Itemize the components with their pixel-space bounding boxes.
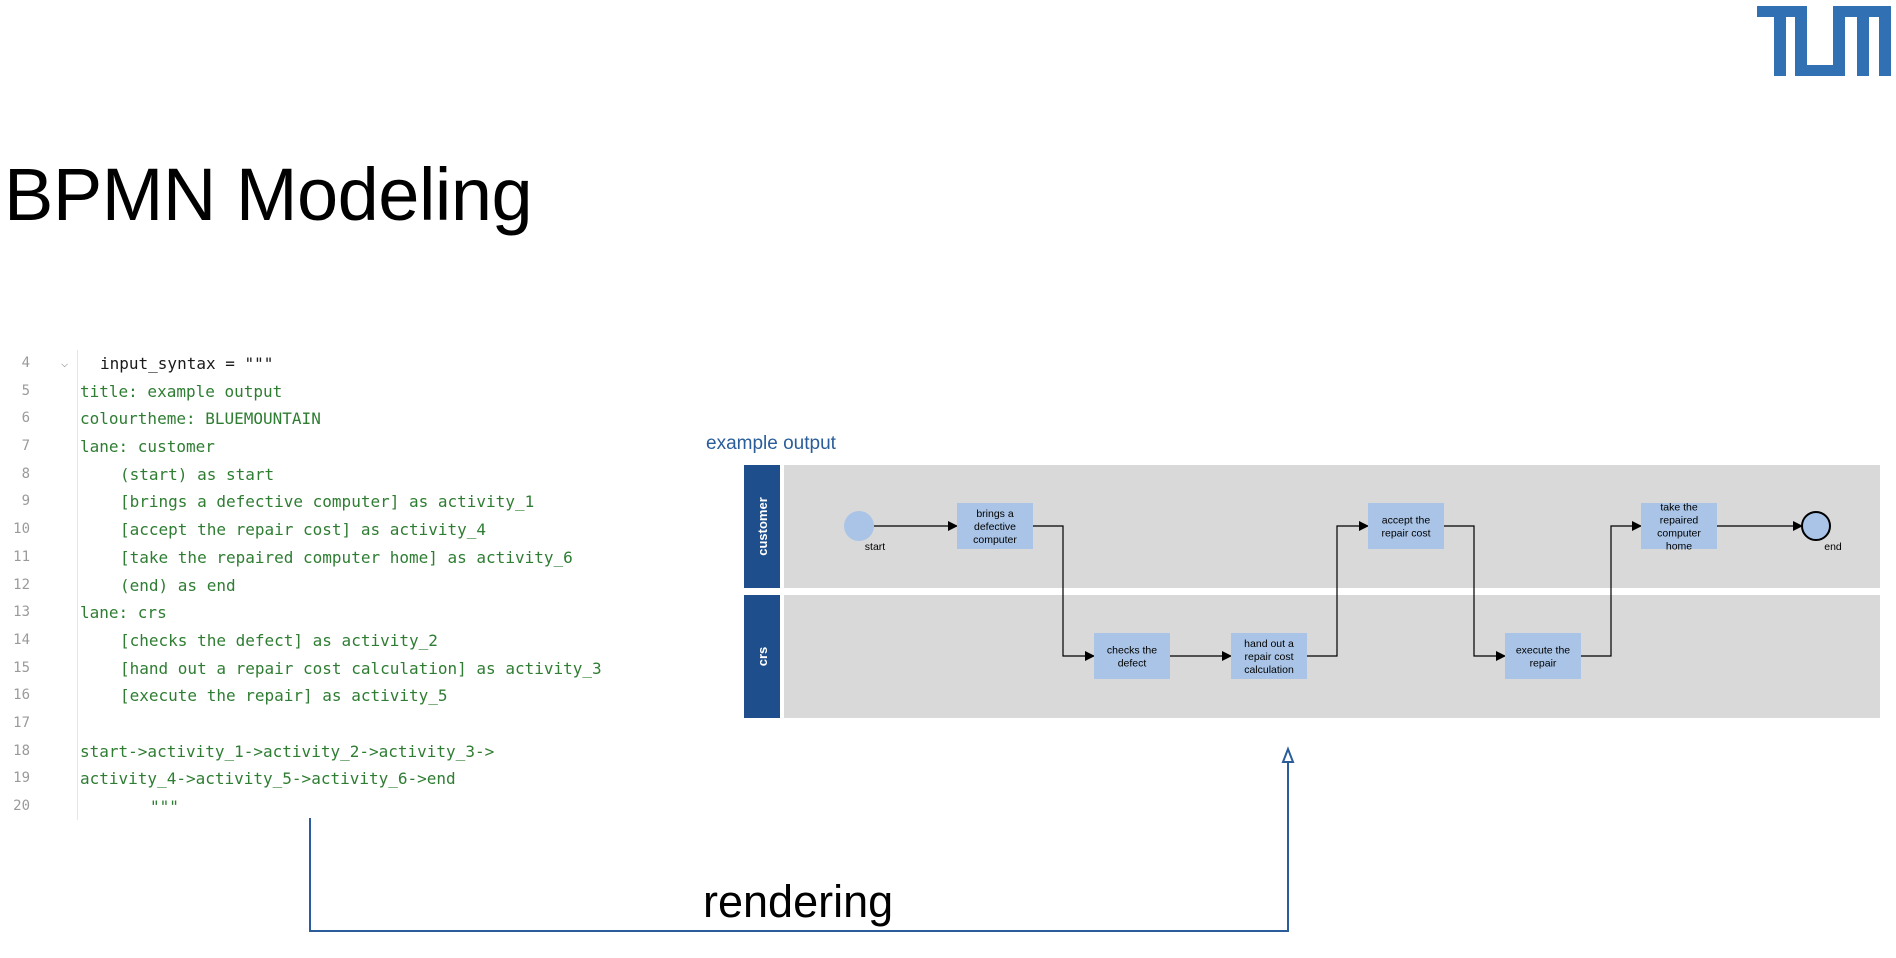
task-box-activity_4 [1368, 503, 1444, 549]
line-number: 20 [13, 798, 30, 814]
code-text[interactable]: lane: customer [80, 437, 215, 457]
line-number: 13 [13, 604, 30, 621]
line-number: 18 [13, 742, 30, 759]
code-text[interactable]: """ [150, 797, 179, 816]
end-event [1801, 511, 1831, 541]
code-line: 19 activity_4->activity_5->activity_6->en… [0, 765, 660, 793]
code-text[interactable]: [checks the defect] as activity_2 [120, 630, 438, 650]
line-number: 7 [21, 438, 30, 455]
line-number: 16 [13, 687, 30, 704]
task-box-activity_1 [957, 503, 1033, 549]
code-line: 5 title: example output [0, 378, 660, 406]
line-number: 8 [21, 465, 30, 482]
code-line: 6 colourtheme: BLUEMOUNTAIN [0, 405, 660, 433]
code-line: 18 start->activity_1->activity_2->activit… [0, 738, 660, 766]
bpmn-diagram: example output customer crs start brings a… [706, 433, 1880, 718]
task-label: calculation [1244, 664, 1294, 676]
line-number: 19 [13, 770, 30, 787]
line-number: 17 [13, 714, 30, 731]
line-number: 11 [13, 548, 30, 565]
code-text[interactable]: activity_4->activity_5->activity_6->end [80, 769, 456, 789]
code-text[interactable]: (start) as start [120, 464, 275, 484]
lane-header-crs [744, 595, 780, 718]
code-line: 14 [checks the defect] as activity_2 [0, 627, 660, 655]
code-text[interactable]: title: example output [80, 381, 283, 401]
line-number: 5 [21, 382, 30, 399]
task-label: take the [1660, 502, 1698, 514]
code-text[interactable]: lane: crs [80, 603, 167, 623]
code-text[interactable]: [accept the repair cost] as activity_4 [120, 520, 487, 540]
code-line: 13 lane: crs [0, 599, 660, 627]
task-label: repair cost [1244, 651, 1293, 663]
line-number: 9 [21, 493, 30, 510]
code-line: 20 """ [0, 793, 660, 821]
task-label: checks the [1107, 645, 1157, 657]
sequence-flow [1033, 525, 1095, 661]
line-number: 4 [21, 355, 30, 371]
code-text[interactable]: [take the repaired computer home] as act… [120, 547, 573, 567]
sequence-flow [1444, 525, 1506, 661]
diagram-title: example output [706, 433, 837, 454]
task-label: repaired [1660, 515, 1699, 527]
task-label: brings a [976, 508, 1014, 520]
start-event-label: start [865, 541, 886, 553]
code-text[interactable]: [hand out a repair cost calculation] as … [120, 658, 602, 678]
task-label: defective [974, 521, 1016, 533]
task-box-activity_3 [1231, 633, 1307, 679]
task-box-activity_5 [1505, 633, 1581, 679]
task-label: accept the [1382, 515, 1431, 527]
task-box-activity_6 [1641, 503, 1717, 549]
sequence-flow [1307, 521, 1369, 657]
task-box-activity_2 [1094, 633, 1170, 679]
task-label: computer [973, 534, 1017, 546]
end-event-label: end [1824, 541, 1842, 553]
lane-label-customer: customer [755, 497, 770, 556]
task-label: computer [1657, 528, 1701, 540]
code-text[interactable]: colourtheme: BLUEMOUNTAIN [80, 409, 321, 429]
code-line: 10 [accept the repair cost] as activity_4 [0, 516, 660, 544]
code-line: 15 [hand out a repair cost calculation] a… [0, 655, 660, 683]
code-line: 12 (end) as end [0, 572, 660, 600]
code-text[interactable]: start->activity_1->activity_2->activity_… [80, 741, 495, 761]
code-line: 17 [0, 710, 660, 738]
task-label: hand out a [1244, 638, 1294, 650]
sequence-flow [1581, 521, 1642, 657]
task-label: repair cost [1381, 528, 1430, 540]
code-text[interactable]: input_syntax = """ [100, 354, 274, 373]
line-number: 10 [13, 521, 30, 538]
code-line: 4 input_syntax = """ [0, 350, 660, 378]
code-line: 9 [brings a defective computer] as activi… [0, 488, 660, 516]
code-line: 11 [take the repaired computer home] as a… [0, 544, 660, 572]
line-number: 12 [13, 576, 30, 593]
code-line: 16 [execute the repair] as activity_5 [0, 682, 660, 710]
line-number: 6 [21, 410, 30, 427]
lane-header-customer [744, 465, 780, 588]
start-event [844, 511, 874, 541]
task-label: home [1666, 541, 1692, 553]
chevron-down-icon[interactable]: ⌵ [61, 356, 69, 370]
line-number: 15 [13, 659, 30, 676]
code-editor: ⌵ 4 input_syntax = """ 5 title: example out… [0, 350, 660, 821]
code-text[interactable]: [execute the repair] as activity_5 [120, 686, 448, 706]
code-line: 8 (start) as start [0, 461, 660, 489]
rendering-label: rendering [703, 876, 894, 927]
gutter-divider [77, 350, 78, 820]
task-label: defect [1118, 658, 1147, 670]
line-number: 14 [13, 631, 30, 648]
page-title: BPMN Modeling [4, 153, 533, 236]
code-text[interactable]: (end) as end [120, 575, 236, 595]
task-label: repair [1530, 658, 1557, 670]
code-line: 7 lane: customer [0, 433, 660, 461]
code-text[interactable]: [brings a defective computer] as activit… [120, 492, 535, 512]
lane-label-crs: crs [755, 647, 770, 667]
tum-logo [1757, 6, 1891, 76]
task-label: execute the [1516, 645, 1570, 657]
